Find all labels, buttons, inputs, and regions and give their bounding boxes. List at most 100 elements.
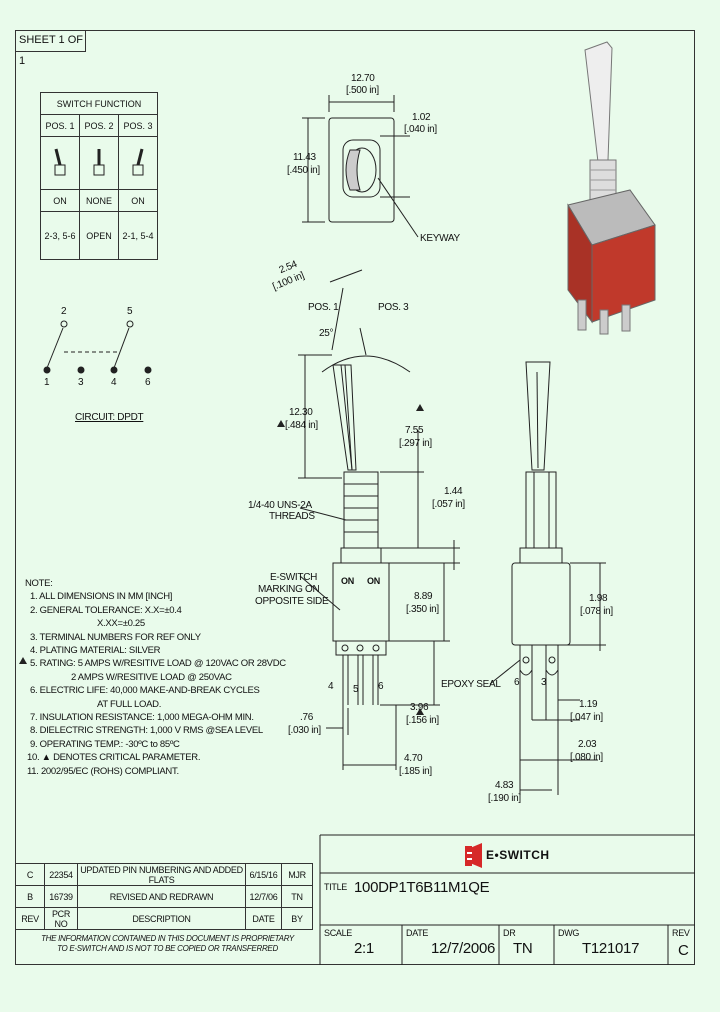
marking-label-3: OPPOSITE SIDE xyxy=(255,596,329,607)
pos1-label: POS. 1 xyxy=(308,302,339,313)
dwg-value: T121017 xyxy=(582,940,640,957)
circuit-pin-1 xyxy=(43,366,51,374)
note-line: 1. ALL DIMENSIONS IN MM [INCH] xyxy=(30,591,173,603)
note-line: 7. INSULATION RESISTANCE: 1,000 MEGA-OHM… xyxy=(30,712,254,724)
body-on-left: ON xyxy=(341,576,354,586)
dim-side-pin-width: 1.19 xyxy=(579,699,598,710)
by-cell: TN xyxy=(281,885,313,908)
date-header: DATE xyxy=(245,907,282,930)
connection-cell: OPEN xyxy=(79,211,119,260)
keyway-label: KEYWAY xyxy=(420,233,460,244)
circuit-pin-label: 3 xyxy=(78,377,84,388)
dim-bushing-in: [.057 in] xyxy=(432,499,465,510)
proprietary-line-2: TO E-SWITCH AND IS NOT TO BE COPIED OR T… xyxy=(57,944,278,953)
by-header: BY xyxy=(281,907,313,930)
notes-title: NOTE: xyxy=(25,578,53,589)
note-line: 8. DIELECTRIC STRENGTH: 1,000 V RMS @SEA… xyxy=(30,725,263,737)
marking-label-2: MARKING ON xyxy=(258,584,320,595)
note-line: 3. TERMINAL NUMBERS FOR REF ONLY xyxy=(30,631,201,643)
circuit-pin-label: 5 xyxy=(127,306,133,317)
dim-top-height: 11.43 xyxy=(293,152,316,163)
dim-body-height-in: [.350 in] xyxy=(406,604,439,615)
circuit-pin-label: 4 xyxy=(111,377,117,388)
dim-bushing: 1.44 xyxy=(444,486,463,497)
by-cell: MJR xyxy=(281,863,313,886)
note-line: X.XX=±0.25 xyxy=(97,618,145,630)
dr-label: DR xyxy=(503,928,516,938)
dim-pin-len: 3.96 xyxy=(410,702,429,713)
scale-label: SCALE xyxy=(324,928,353,938)
angle-label: 25° xyxy=(319,328,334,339)
dim-side-width-in: [.190 in] xyxy=(488,793,521,804)
dim-thread-len: 7.55 xyxy=(405,425,424,436)
circuit-pin-label: 6 xyxy=(145,377,151,388)
circuit-pin-6 xyxy=(144,366,152,374)
rev-label: REV xyxy=(672,928,690,938)
note-line: 11. 2002/95/EC (ROHS) COMPLIANT. xyxy=(27,765,179,777)
brand-name: E•SWITCH xyxy=(486,848,550,862)
proprietary-line-1: THE INFORMATION CONTAINED IN THIS DOCUME… xyxy=(41,934,294,943)
dim-lever-height-in: [.484 in] xyxy=(285,420,318,431)
rev-cell: C xyxy=(15,863,45,886)
rev-cell: B xyxy=(15,885,45,908)
dim-side-width: 4.83 xyxy=(495,780,514,791)
circuit-pin-4 xyxy=(110,366,118,374)
threads-label: 1/4-40 UNS-2A xyxy=(248,500,312,511)
dim-lever-height: 12.30 xyxy=(289,407,313,418)
side-body xyxy=(511,562,571,646)
threads-label-2: THREADS xyxy=(269,511,315,522)
side-pin-label: 6 xyxy=(514,677,520,688)
dim-pin-len-in: [.156 in] xyxy=(406,715,439,726)
dim-side-pin-len-in: [.080 in] xyxy=(570,752,603,763)
note-line: 10. ▲ DENOTES CRITICAL PARAMETER. xyxy=(27,752,201,764)
notes-block: NOTE: 1. ALL DIMENSIONS IN MM [INCH] 2. … xyxy=(25,577,286,778)
rev-header: REV xyxy=(15,907,45,930)
switch-3d-render xyxy=(567,41,656,335)
pcr-cell: 16739 xyxy=(44,885,78,908)
switch-function-title: SWITCH FUNCTION xyxy=(40,92,158,115)
note-line: AT FULL LOAD. xyxy=(97,698,162,710)
eswitch-logo-icon xyxy=(465,843,482,868)
scale-value: 2:1 xyxy=(354,940,374,957)
part-number-title: 100DP1T6B11M1QE xyxy=(354,879,490,896)
desc-cell: UPDATED PIN NUMBERING AND ADDED FLATS xyxy=(77,863,246,886)
dwg-label: DWG xyxy=(558,928,580,938)
dim-keyway-width-in: [.040 in] xyxy=(404,124,437,135)
circuit-pin-5 xyxy=(126,320,134,328)
dr-value: TN xyxy=(513,940,533,957)
side-pin-label: 3 xyxy=(541,677,547,688)
pos3-label: POS. 3 xyxy=(378,302,409,313)
title-label: TITLE xyxy=(324,882,348,892)
circuit-pin-2 xyxy=(60,320,68,328)
pin-label: 4 xyxy=(328,681,334,692)
front-body xyxy=(332,562,390,642)
dim-side-pin-len: 2.03 xyxy=(578,739,597,750)
dim-side-pin-width-in: [.047 in] xyxy=(570,712,603,723)
note-line: 4. PLATING MATERIAL: SILVER xyxy=(30,645,161,657)
desc-header: DESCRIPTION xyxy=(77,907,246,930)
switch-function-table: SWITCH FUNCTION POS. 1 POS. 2 POS. 3 ON … xyxy=(40,92,158,260)
epoxy-seal-label: EPOXY SEAL xyxy=(441,679,501,690)
pin-label: 6 xyxy=(378,681,384,692)
dim-top-width: 12.70 xyxy=(351,73,375,84)
date-cell: 6/15/16 xyxy=(245,863,282,886)
dim-pin-width-in: [.030 in] xyxy=(288,725,321,736)
marking-label: E-SWITCH xyxy=(270,572,318,583)
toggle-right-icon xyxy=(118,136,158,190)
circuit-pin-3 xyxy=(77,366,85,374)
dim-side-height-in: [.078 in] xyxy=(580,606,613,617)
dim-top-height-in: [.450 in] xyxy=(287,165,320,176)
note-line: 6. ELECTRIC LIFE: 40,000 MAKE-AND-BREAK … xyxy=(30,685,260,697)
note-line: 5. RATING: 5 AMPS W/RESITIVE LOAD @ 120V… xyxy=(30,658,286,670)
body-on-right: ON xyxy=(367,576,380,586)
desc-cell: REVISED AND REDRAWN xyxy=(77,885,246,908)
circuit-pin-label: 1 xyxy=(44,377,50,388)
circuit-pin-label: 2 xyxy=(61,306,67,317)
note-line: 2 AMPS W/RESITIVE LOAD @ 250VAC xyxy=(71,671,232,683)
dim-keyway-width: 1.02 xyxy=(412,112,431,123)
sheet-number: SHEET 1 OF 1 xyxy=(15,30,86,67)
rev-value: C xyxy=(678,942,689,959)
dim-pin-pitch: 4.70 xyxy=(404,753,423,764)
side-lever xyxy=(525,361,551,471)
